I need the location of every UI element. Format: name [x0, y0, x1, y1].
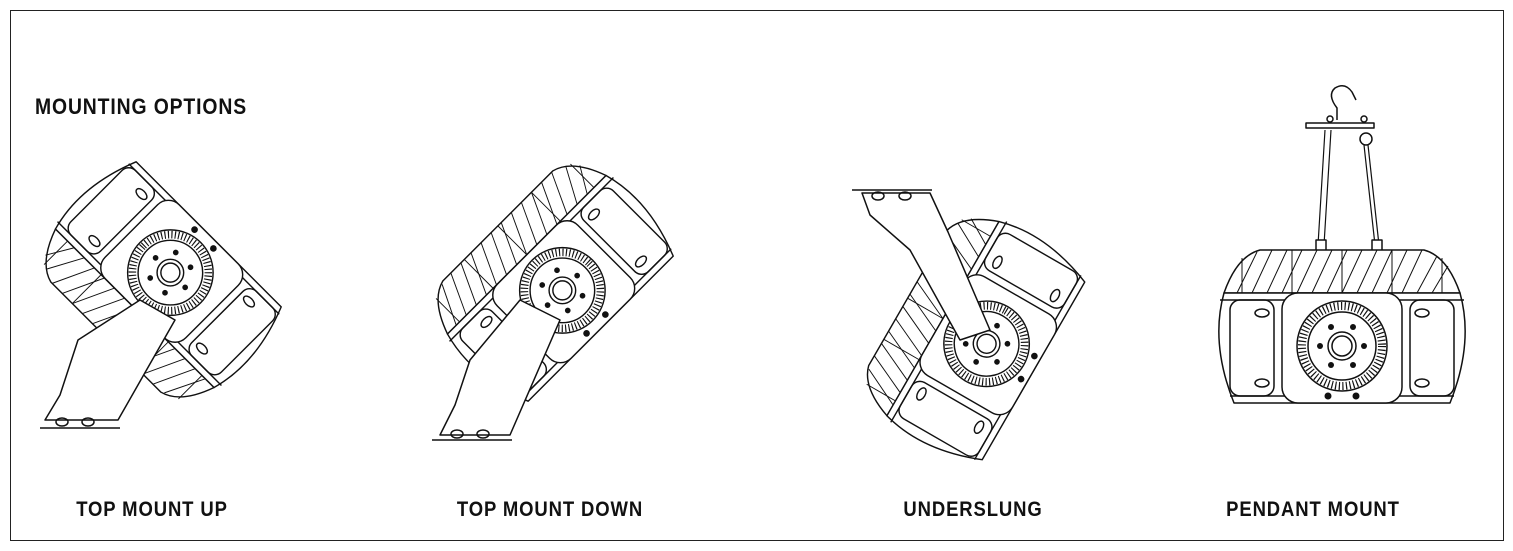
caption-top-mount-down: TOP MOUNT DOWN [456, 498, 644, 521]
top-mount-up-drawing [23, 152, 291, 429]
caption-underslung: UNDERSLUNG [903, 498, 1043, 521]
page-border [10, 10, 1504, 541]
top-mount-down-drawing [415, 143, 683, 441]
page-title: MOUNTING OPTIONS [35, 94, 247, 119]
underslung-drawing [849, 189, 1092, 472]
caption-pendant-mount: PENDANT MOUNT [1226, 498, 1400, 521]
caption-top-mount-up: TOP MOUNT UP [76, 498, 228, 521]
pendant-mount-drawing [1219, 85, 1465, 403]
